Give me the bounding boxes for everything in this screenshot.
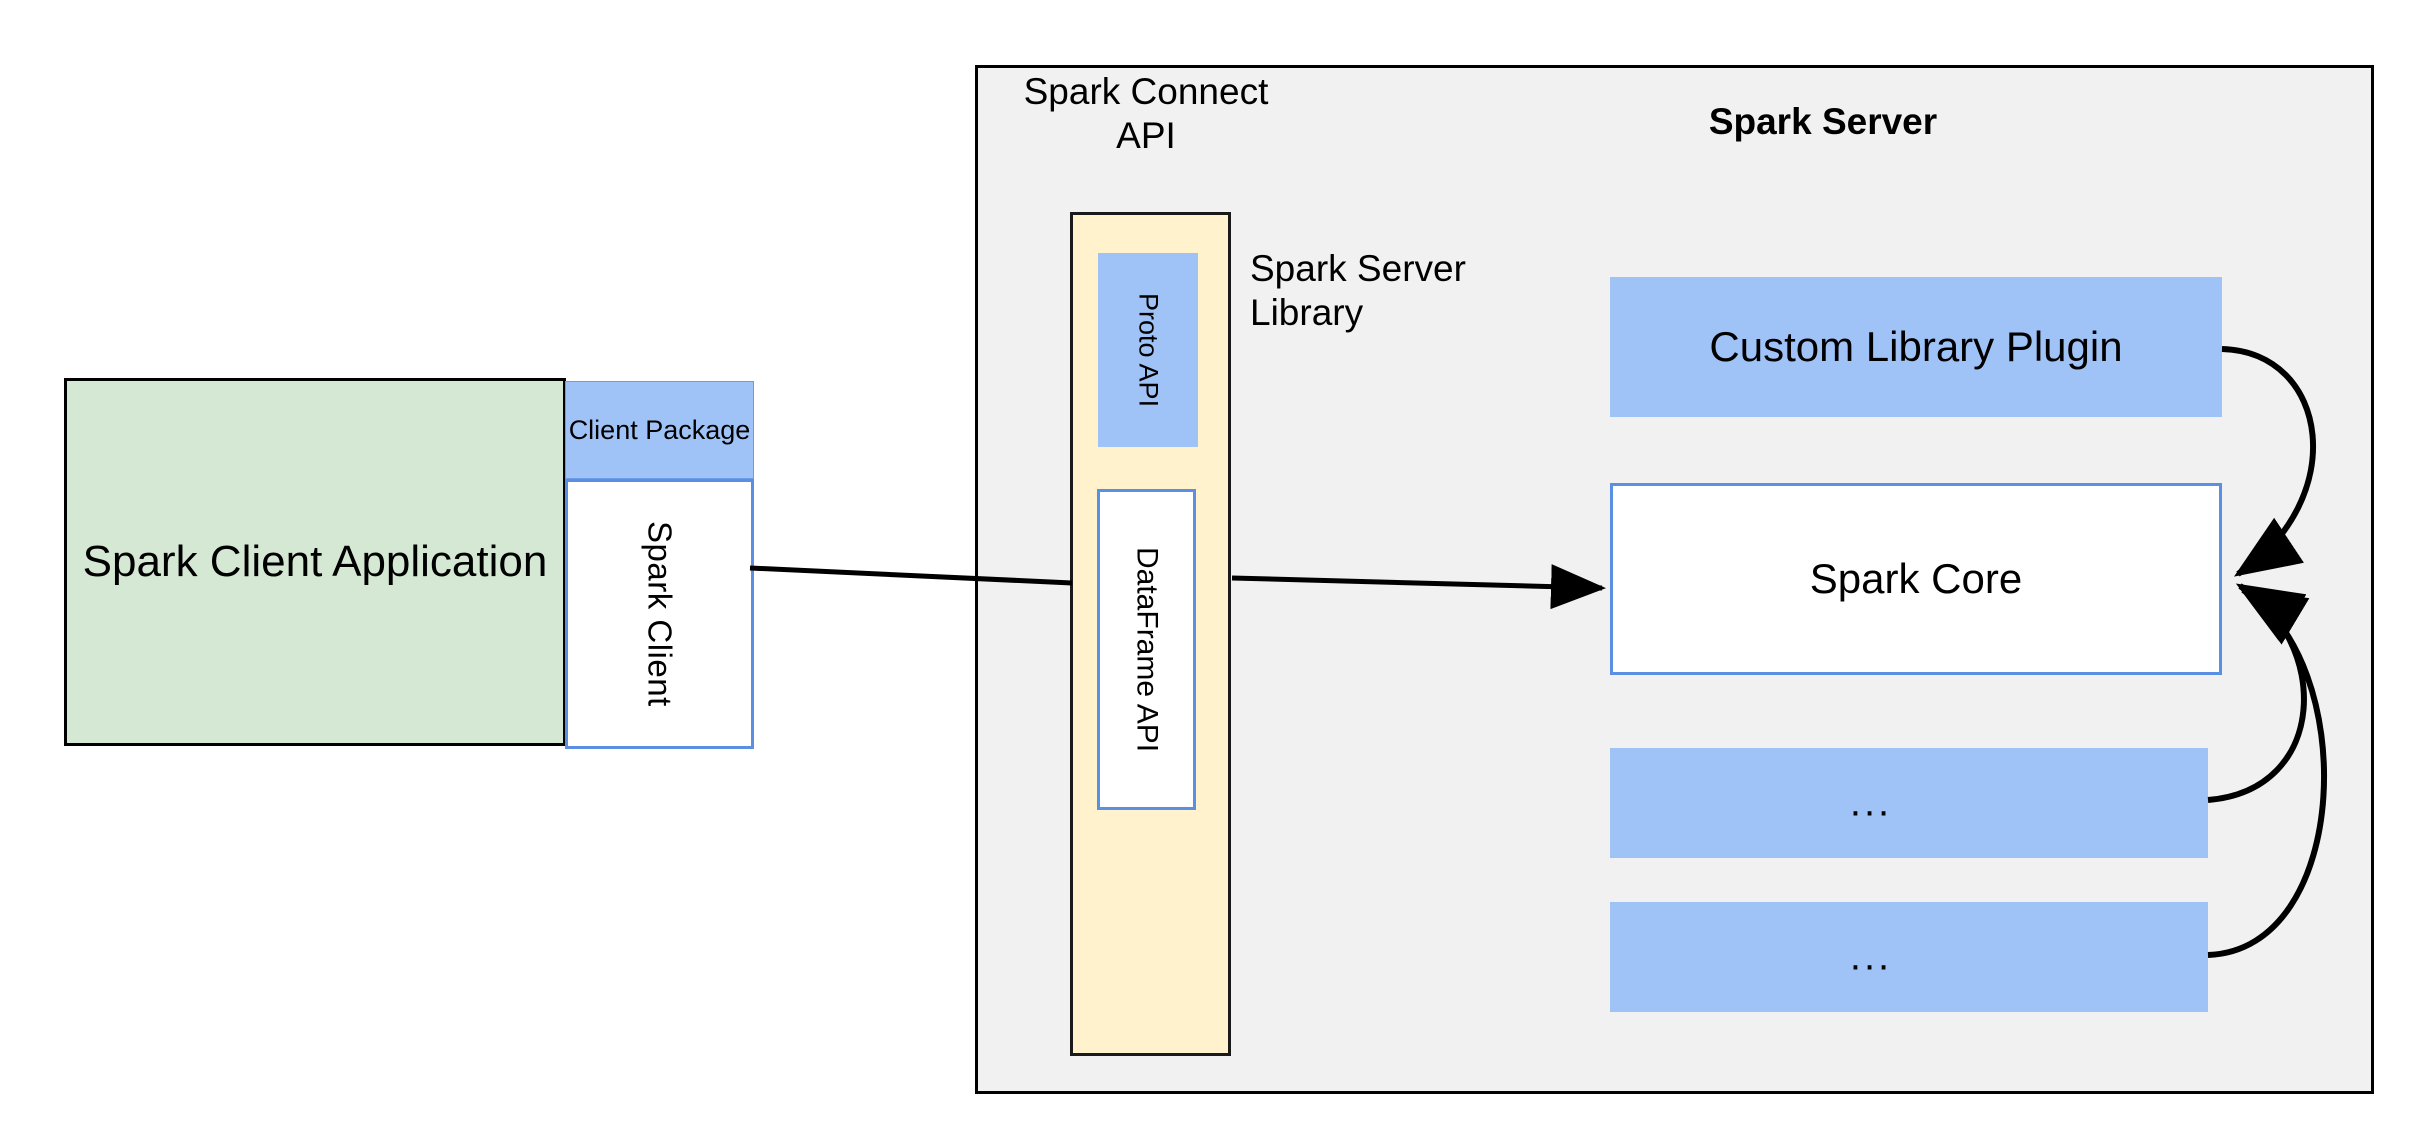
custom-library-plugin-box[interactable]: Custom Library Plugin (1610, 277, 2222, 417)
custom-library-plugin-label: Custom Library Plugin (1709, 323, 2123, 370)
dataframe-api-box[interactable]: DataFrame API (1097, 489, 1196, 810)
placeholder-box-2[interactable]: ... (1610, 902, 2208, 1012)
dataframe-api-label: DataFrame API (1130, 546, 1164, 753)
spark-core-box[interactable]: Spark Core (1610, 483, 2222, 675)
spark-server-title: Spark Server (1708, 101, 1938, 142)
proto-api-label: Proto API (1133, 292, 1164, 408)
spark-client-label: Spark Client (641, 521, 679, 707)
placeholder-label-2: ... (1849, 934, 1893, 979)
spark-client-box[interactable]: Spark Client (565, 479, 754, 749)
client-package-box[interactable]: Client Package (565, 381, 754, 479)
placeholder-box-1[interactable]: ... (1610, 748, 2208, 858)
spark-client-application-box[interactable]: Spark Client Application (64, 378, 566, 746)
client-package-label: Client Package (568, 414, 751, 445)
proto-api-box[interactable]: Proto API (1098, 253, 1198, 447)
spark-server-library-label: Spark Server Library (1250, 248, 1466, 333)
spark-connect-api-label: Spark Connect API (1023, 71, 1269, 156)
spark-client-application-label: Spark Client Application (82, 537, 548, 587)
spark-core-label: Spark Core (1809, 555, 2023, 602)
placeholder-label-1: ... (1849, 780, 1893, 825)
